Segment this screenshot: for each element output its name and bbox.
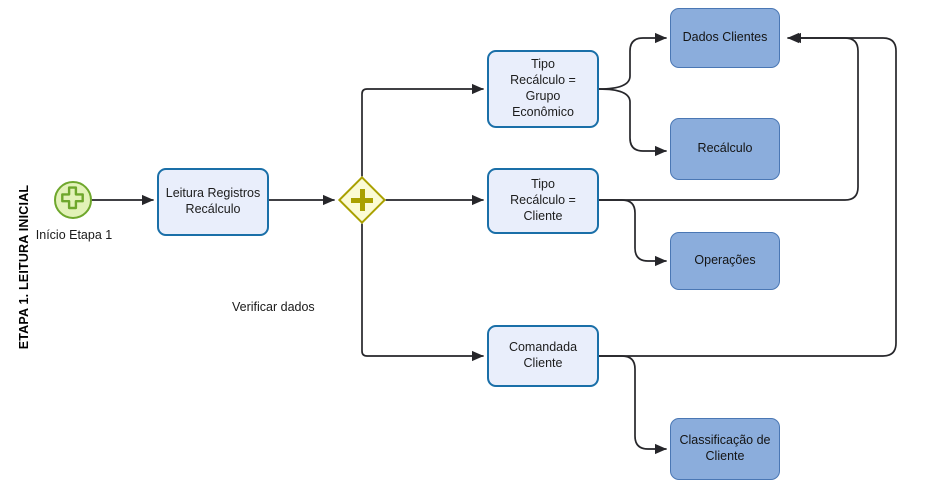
- node-label-operacoes: Operações: [694, 253, 756, 268]
- edge-comandada-to-dados-clientes: [598, 32, 897, 357]
- node-recalculo[interactable]: Recálculo: [670, 118, 780, 180]
- node-tipo-grupo[interactable]: Tipo Recálculo = Grupo Econômico: [487, 50, 599, 128]
- lane-title: ETAPA 1. LEITURA INICIAL: [17, 184, 31, 350]
- start-event[interactable]: [54, 181, 92, 219]
- edge-tipo-cliente-to-operacoes: [598, 199, 667, 267]
- node-label-dados-clientes: Dados Clientes: [682, 30, 768, 45]
- node-comandada[interactable]: Comandada Cliente: [487, 325, 599, 387]
- edge-gateway-to-tipo-grupo: [361, 83, 484, 177]
- parallel-gateway[interactable]: [337, 175, 387, 225]
- node-label-classificacao: Classificação de Cliente: [679, 433, 771, 463]
- node-operacoes[interactable]: Operações: [670, 232, 780, 290]
- edge-gateway-to-comandada: [361, 223, 484, 362]
- gateway-plus-icon-vertical: [359, 189, 365, 211]
- node-label-recalculo: Recálculo: [697, 141, 753, 156]
- node-dados-clientes[interactable]: Dados Clientes: [670, 8, 780, 68]
- node-label-tipo-cliente: Tipo Recálculo = Cliente: [510, 177, 576, 223]
- node-label-leitura: Leitura Registros Recálculo: [165, 186, 261, 216]
- node-label-comandada: Comandada Cliente: [508, 340, 578, 370]
- node-classificacao[interactable]: Classificação de Cliente: [670, 418, 780, 480]
- edge-comandada-to-classificacao: [598, 355, 667, 455]
- edge-tipo-grupo-to-recalculo: [598, 88, 667, 157]
- node-leitura[interactable]: Leitura Registros Recálculo: [157, 168, 269, 236]
- plus-circle-icon: [61, 186, 84, 210]
- node-label-tipo-grupo: Tipo Recálculo = Grupo Econômico: [510, 57, 576, 119]
- edge-label-verificar-dados: Verificar dados: [232, 300, 315, 314]
- node-tipo-cliente[interactable]: Tipo Recálculo = Cliente: [487, 168, 599, 234]
- edge-tipo-grupo-to-dados-clientes: [598, 32, 667, 90]
- start-event-label: Início Etapa 1: [35, 228, 113, 242]
